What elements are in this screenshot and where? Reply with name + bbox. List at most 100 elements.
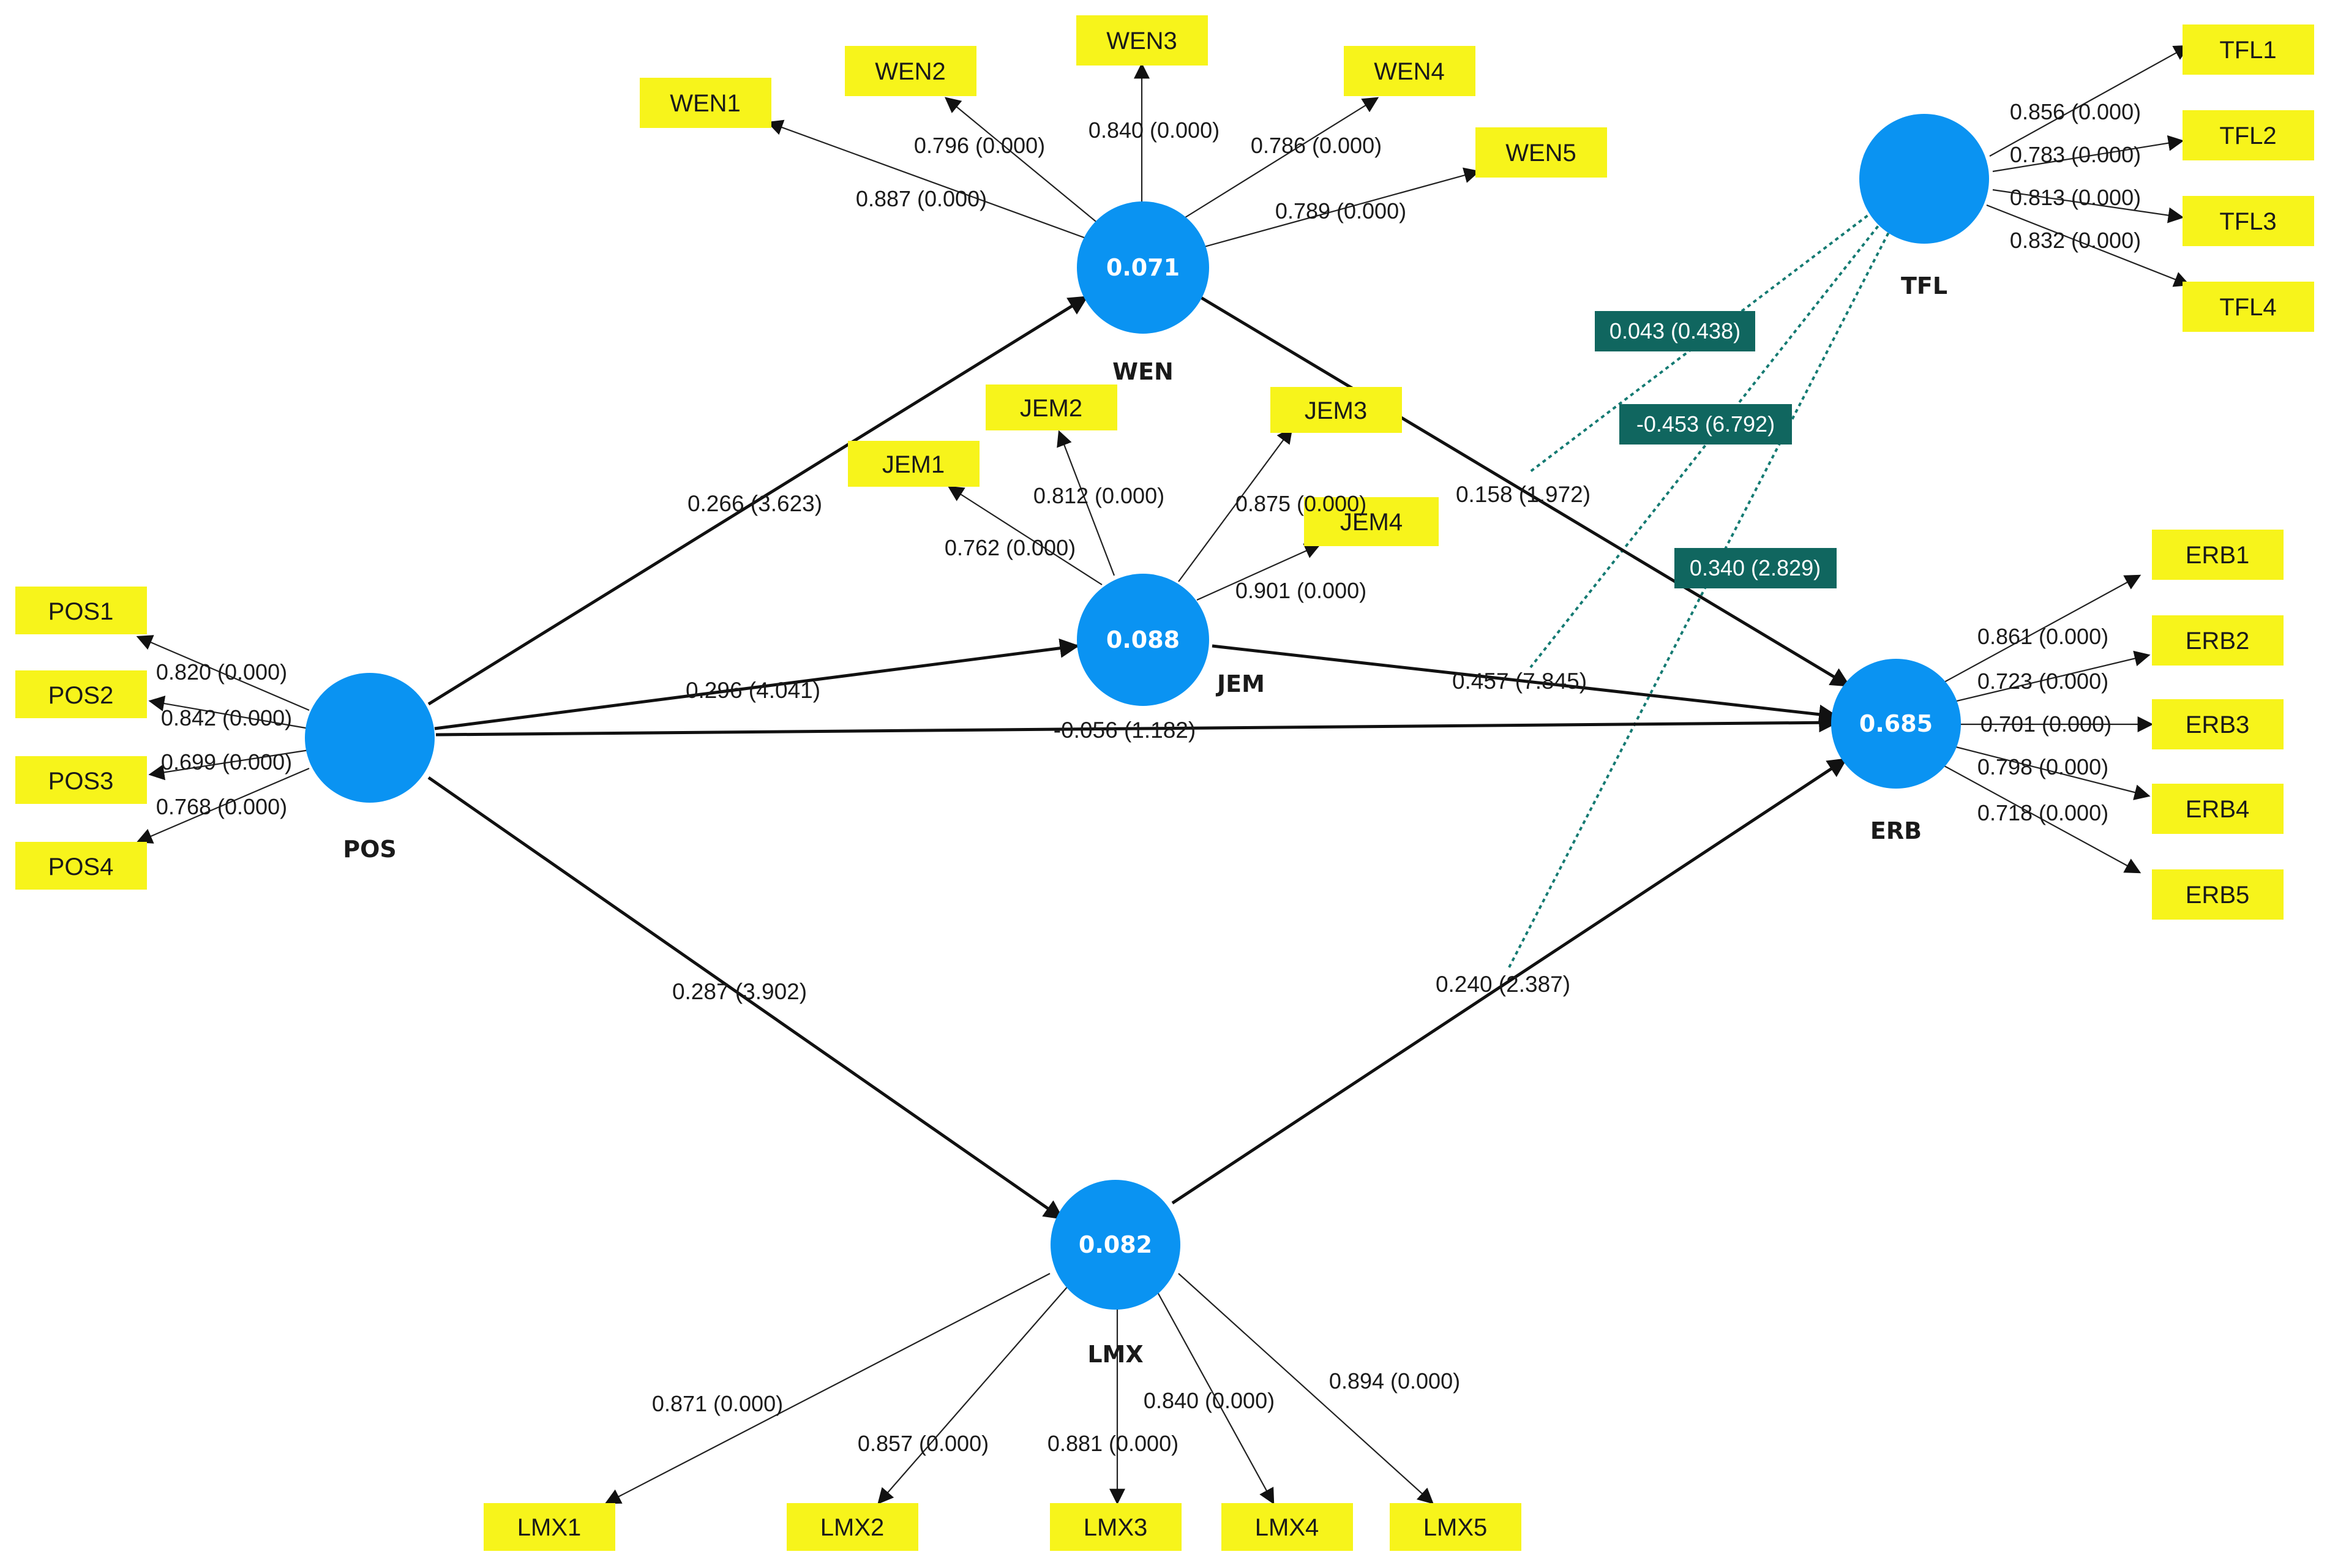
moderation-jem-erb-box[interactable] — [1619, 404, 1792, 445]
indicator-jem2-box[interactable] — [986, 384, 1117, 430]
indicator-wen4-label: WEN4 — [1374, 58, 1445, 85]
indicator-tfl2-box[interactable] — [2183, 110, 2314, 160]
indicator-lmx3-box[interactable] — [1050, 1503, 1182, 1551]
moderation-wen-erb[interactable]: 0.043 (0.438) — [1595, 311, 1755, 351]
construct-lmx-r2: 0.082 — [1079, 1231, 1152, 1258]
indicator-tfl3[interactable]: TFL3 — [2183, 196, 2314, 246]
construct-jem-circle[interactable] — [1077, 574, 1209, 706]
indicator-erb5-box[interactable] — [2152, 869, 2284, 920]
indicator-lmx3[interactable]: LMX3 — [1050, 1503, 1182, 1551]
indicator-tfl2[interactable]: TFL2 — [2183, 110, 2314, 160]
indicator-lmx4[interactable]: LMX4 — [1221, 1503, 1353, 1551]
moderation-wen-erb-label: 0.043 (0.438) — [1609, 318, 1741, 343]
construct-jem[interactable]: 0.088 JEM — [1077, 574, 1265, 706]
arrow-erb-erb2 — [1943, 650, 2151, 705]
construct-wen-circle[interactable] — [1077, 201, 1209, 334]
path-lmx-erb — [1171, 757, 1848, 1205]
indicator-jem1[interactable]: JEM1 — [848, 441, 980, 487]
path-pos-erb — [435, 713, 1839, 737]
indicator-erb4-box[interactable] — [2152, 784, 2284, 834]
construct-erb-circle[interactable] — [1831, 659, 1961, 789]
loading-pos2: 0.842 (0.000) — [161, 705, 292, 730]
indicator-jem4-box[interactable] — [1304, 497, 1439, 546]
construct-tfl[interactable]: TFL — [1859, 114, 1989, 299]
indicator-lmx1[interactable]: LMX1 — [484, 1503, 615, 1551]
indicator-pos1-box[interactable] — [15, 587, 147, 634]
indicator-wen5[interactable]: WEN5 — [1475, 127, 1607, 178]
indicator-jem4[interactable]: JEM4 — [1304, 497, 1439, 546]
path-label-wen-erb: 0.158 (1.972) — [1456, 482, 1591, 507]
construct-tfl-circle[interactable] — [1859, 114, 1989, 244]
construct-erb[interactable]: 0.685 ERB — [1831, 659, 1961, 844]
indicator-wen3[interactable]: WEN3 — [1076, 15, 1208, 66]
indicator-wen2[interactable]: WEN2 — [845, 46, 976, 96]
indicator-wen1[interactable]: WEN1 — [640, 78, 771, 128]
indicator-erb5[interactable]: ERB5 — [2152, 869, 2284, 920]
indicator-lmx4-box[interactable] — [1221, 1503, 1353, 1551]
construct-pos[interactable]: POS — [305, 673, 435, 863]
arrow-erb-erb5 — [1937, 762, 2142, 874]
indicator-jem2[interactable]: JEM2 — [986, 384, 1117, 430]
indicator-tfl1-box[interactable] — [2183, 24, 2314, 75]
indicator-erb3[interactable]: ERB3 — [2152, 699, 2284, 749]
arrow-lmx-lmx2 — [877, 1285, 1069, 1504]
indicator-wen4[interactable]: WEN4 — [1344, 46, 1475, 96]
indicator-wen4-box[interactable] — [1344, 46, 1475, 96]
indicator-pos4[interactable]: POS4 — [15, 842, 147, 890]
indicator-tfl3-box[interactable] — [2183, 196, 2314, 246]
indicator-lmx5[interactable]: LMX5 — [1390, 1503, 1521, 1551]
indicator-jem3-box[interactable] — [1270, 387, 1402, 433]
indicator-wen5-box[interactable] — [1475, 127, 1607, 178]
indicator-erb1[interactable]: ERB1 — [2152, 530, 2284, 580]
indicator-pos3-label: POS3 — [48, 768, 114, 795]
loading-jem3: 0.875 (0.000) — [1235, 491, 1366, 516]
moderation-lmx-erb-box[interactable] — [1674, 548, 1837, 588]
indicator-erb1-box[interactable] — [2152, 530, 2284, 580]
indicator-lmx2-box[interactable] — [787, 1503, 918, 1551]
indicator-pos3[interactable]: POS3 — [15, 756, 147, 804]
construct-lmx-circle[interactable] — [1051, 1180, 1180, 1310]
indicator-erb2-box[interactable] — [2152, 615, 2284, 666]
indicators: WEN1 WEN2 WEN3 WEN4 WEN5 JEM1 JEM2 JEM3 … — [15, 15, 2314, 1551]
indicator-lmx1-box[interactable] — [484, 1503, 615, 1551]
indicator-pos4-box[interactable] — [15, 842, 147, 890]
indicator-pos2[interactable]: POS2 — [15, 670, 147, 718]
indicator-pos3-box[interactable] — [15, 756, 147, 804]
loading-jem2: 0.812 (0.000) — [1033, 483, 1164, 508]
construct-wen[interactable]: 0.071 WEN — [1077, 201, 1209, 385]
indicator-lmx5-box[interactable] — [1390, 1503, 1521, 1551]
indicator-tfl4[interactable]: TFL4 — [2183, 282, 2314, 332]
moderation-lmx-erb-label: 0.340 (2.829) — [1690, 555, 1821, 580]
indicator-erb3-box[interactable] — [2152, 699, 2284, 749]
arrow-wen-wen2 — [944, 97, 1103, 227]
indicator-pos1[interactable]: POS1 — [15, 587, 147, 634]
moderation-jem-erb[interactable]: -0.453 (6.792) — [1619, 404, 1792, 445]
moderation-lmx-erb[interactable]: 0.340 (2.829) — [1674, 548, 1837, 588]
indicator-erb4[interactable]: ERB4 — [2152, 784, 2284, 834]
moderation-wen-erb-box[interactable] — [1595, 311, 1755, 351]
loading-lmx1: 0.871 (0.000) — [652, 1391, 783, 1416]
indicator-tfl1[interactable]: TFL1 — [2183, 24, 2314, 75]
path-pos-jem — [434, 638, 1080, 730]
structural-paths — [427, 295, 1851, 1220]
indicator-wen3-box[interactable] — [1076, 15, 1208, 66]
indicator-tfl4-box[interactable] — [2183, 282, 2314, 332]
indicator-pos2-box[interactable] — [15, 670, 147, 718]
path-jem-erb — [1212, 644, 1839, 724]
construct-jem-name: JEM — [1215, 670, 1265, 697]
construct-pos-circle[interactable] — [305, 673, 435, 803]
path-pos-wen — [427, 295, 1089, 706]
construct-tfl-name: TFL — [1901, 272, 1947, 299]
indicator-wen2-box[interactable] — [845, 46, 976, 96]
path-label-pos-wen: 0.266 (3.623) — [688, 491, 822, 516]
indicator-wen2-label: WEN2 — [875, 58, 946, 85]
indicator-jem1-box[interactable] — [848, 441, 980, 487]
loading-wen1: 0.887 (0.000) — [856, 186, 987, 211]
indicator-lmx2[interactable]: LMX2 — [787, 1503, 918, 1551]
indicator-jem3[interactable]: JEM3 — [1270, 387, 1402, 433]
indicator-wen1-box[interactable] — [640, 78, 771, 128]
construct-lmx[interactable]: 0.082 LMX — [1051, 1180, 1180, 1368]
loading-pos3: 0.699 (0.000) — [161, 749, 292, 775]
indicator-erb2[interactable]: ERB2 — [2152, 615, 2284, 666]
